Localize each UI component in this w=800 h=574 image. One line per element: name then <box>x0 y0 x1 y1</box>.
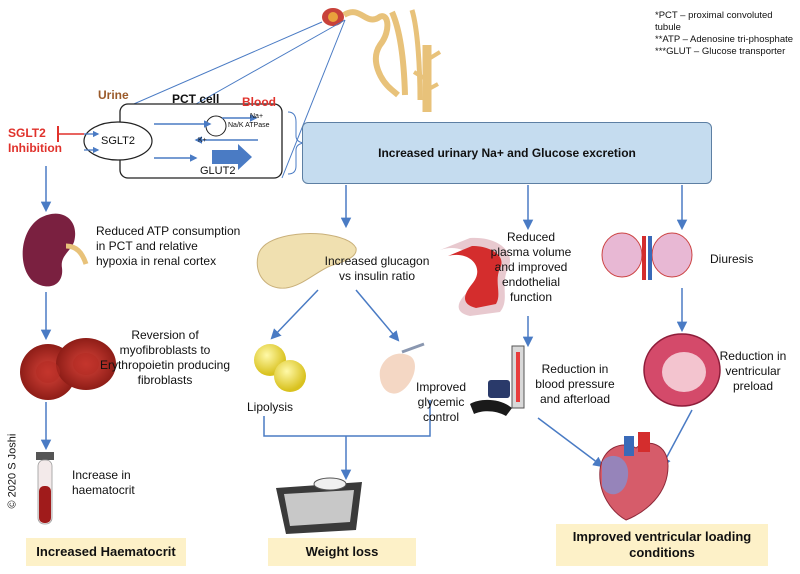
urine-label: Urine <box>98 88 129 102</box>
reduced-atp-text: Reduced ATP consumption in PCT and relat… <box>96 224 241 268</box>
footnote-pct: *PCT – proximal convoluted tubule <box>655 10 773 33</box>
heart-icon <box>599 432 669 521</box>
kidneys-icon <box>601 232 693 280</box>
blood-vessel-icon <box>440 237 511 316</box>
copyright-text: © 2020 S Joshi <box>6 433 19 509</box>
nephron-icon <box>322 8 442 112</box>
lipolysis-text: Lipolysis <box>247 400 294 414</box>
urinary-excretion-banner: Increased urinary Na+ and Glucose excret… <box>302 122 712 184</box>
kidney-icon <box>22 213 89 287</box>
zoom-line-2 <box>195 19 346 105</box>
ventricular-preload-text: Reduction in ventricular preload <box>719 349 787 393</box>
epo-fibroblast-text: Reversion of myofibroblasts to Erythropo… <box>99 328 231 387</box>
footnote-glut: ***GLUT – Glucose transporter <box>655 46 786 57</box>
pct-cell-diagram <box>83 103 283 179</box>
blood-pressure-monitor-icon <box>470 345 525 416</box>
glucose-meter-icon <box>379 342 425 394</box>
footnotes: *PCT – proximal convoluted tubule **ATP … <box>655 10 795 58</box>
outcome-haematocrit: Increased Haematocrit <box>26 538 186 566</box>
red-blood-cells-icon <box>20 338 116 400</box>
plasma-volume-text: Reduced plasma volume and improved endot… <box>490 230 572 304</box>
blood-tube-icon <box>36 452 54 525</box>
blood-label: Blood <box>242 95 276 109</box>
sglt2-label: SGLT2 <box>100 135 136 147</box>
pct-cell-label: PCT cell <box>172 92 220 106</box>
zoom-line-3 <box>281 19 346 179</box>
na-label: Na+ <box>250 113 264 120</box>
outcome-ventricular-loading: Improved ventricular loading conditions <box>556 524 768 566</box>
pancreas-icon <box>256 233 357 289</box>
haematocrit-increase-text: Increase in haematocrit <box>72 468 135 497</box>
outcome-weight-loss: Weight loss <box>268 538 416 566</box>
blood-pressure-text: Reduction in blood pressure and afterloa… <box>535 362 615 406</box>
glycemic-control-text: Improved glycemic control <box>415 380 467 424</box>
diuresis-text: Diuresis <box>710 252 754 266</box>
weighing-scale-icon <box>276 477 362 534</box>
glut2-label: GLUT2 <box>200 165 236 177</box>
atpase-label: Na/K ATPase <box>228 122 270 129</box>
fat-cells-icon <box>254 344 306 392</box>
glucagon-ratio-text: Increased glucagon vs insulin ratio <box>324 254 430 283</box>
k-label: K+ <box>198 137 207 144</box>
zoom-line-1 <box>119 21 323 111</box>
footnote-atp: **ATP – Adenosine tri-phosphate <box>655 34 794 45</box>
ventricle-cross-section-icon <box>643 333 721 407</box>
sglt2-inhibition-label: SGLT2 Inhibition <box>8 126 62 155</box>
